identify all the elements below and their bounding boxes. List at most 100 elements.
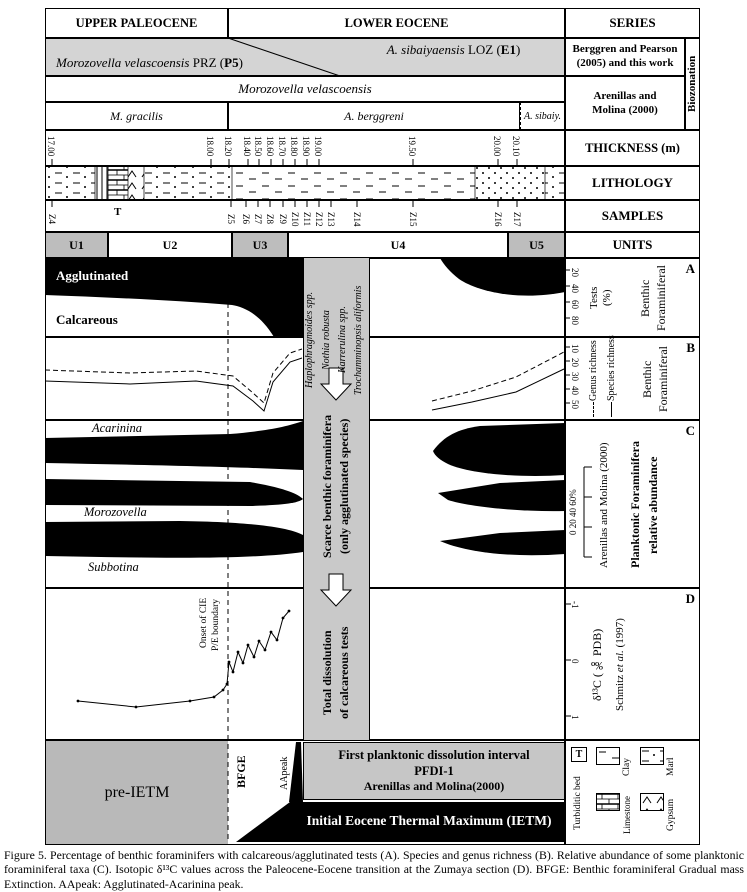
sample-label: Z9: [278, 214, 288, 224]
thickness-header: THICKNESS (m): [565, 130, 700, 166]
legend-clay-label: Clay: [622, 758, 632, 776]
band-species-2: Nothia robusta: [321, 310, 332, 370]
unit-u3: U3: [232, 232, 288, 258]
a-group-foraminiferal: Foraminiferal: [654, 265, 668, 331]
d-ref-label: Schmitz et al. (1997): [614, 595, 626, 735]
b-genus-label: Genus richness: [588, 340, 599, 401]
sample-label: Z17: [512, 211, 522, 227]
zone-e1-name: A. sibaiyaensis: [386, 42, 465, 57]
sample-label: Z15: [408, 211, 418, 227]
a-axis-40: 40: [570, 283, 580, 293]
thickness-tick-label: 18.70: [277, 135, 287, 157]
d-axis-neg1: -1: [570, 601, 580, 609]
band-total-line1: Total dissolution: [320, 630, 334, 716]
turbidite-t-label: T: [114, 206, 122, 218]
biozone-row-berggren: Morozovella velascoensis PRZ (P5) A. sib…: [45, 38, 565, 76]
samples-header: SAMPLES: [565, 200, 700, 232]
legend-limestone-swatch: [596, 793, 620, 811]
a-axis-60: 60: [570, 299, 580, 309]
panel-b-letter: B: [686, 340, 695, 355]
thickness-tick-label: 17.00: [46, 135, 56, 157]
d-isotope-label: δ¹³C (‰ PDB): [590, 628, 604, 702]
d-axis-0: 0: [570, 658, 580, 664]
band-species-4: Trochamminopsis aliformis: [353, 285, 364, 395]
thickness-tick-label: 18.80: [289, 135, 299, 157]
biozonation-side-box: Biozonation: [685, 38, 700, 130]
sample-label: Z6: [241, 214, 251, 224]
c-subbotina-label: Subbotina: [88, 560, 139, 574]
aapeak-label: AApeak: [279, 756, 290, 790]
thickness-tick-label: 20.10: [511, 135, 521, 157]
biozonation-side-label: Biozonation: [686, 55, 698, 113]
sample-label: Z11: [302, 211, 312, 227]
zone-mvelascoensis: Morozovella velascoensis: [45, 76, 565, 102]
sample-label: Z5: [226, 214, 236, 224]
samples-row: [45, 200, 565, 232]
thickness-tick-label: 19.00: [313, 135, 323, 157]
biozone-scheme-arenillas: Arenillas and Molina (2000): [565, 76, 685, 130]
b-species-label: Species richness: [606, 335, 617, 401]
lithology-legend: T Turbiditic bed Clay Marl Limestone Gyp…: [565, 740, 700, 845]
c-title-line1: Planktonic Foraminifera: [628, 441, 642, 569]
legend-gypsum-label: Gypsum: [666, 798, 676, 832]
b-genus-line-sample: [593, 402, 594, 417]
scheme1-line2: (2005) and this work: [576, 57, 674, 69]
unit-u1: U1: [45, 232, 108, 258]
zone-e1-mid: LOZ (: [464, 42, 501, 57]
a-agglutinated-label: Agglutinated: [56, 268, 129, 283]
subzone-sibaiyaensis: A. sibaiy.: [520, 102, 565, 130]
band-species-1: Haplophragmoides spp.: [304, 291, 315, 389]
sample-label: Z16: [493, 211, 503, 227]
zone-p5-name: Morozovella velascoensis: [56, 55, 190, 70]
band-species-3: Karrerulina spp.: [337, 306, 348, 374]
c-ref-label: Arenillas and Molina (2000): [598, 442, 610, 568]
lithology-strip: [45, 166, 565, 200]
b-axis-30: 30: [570, 372, 580, 381]
thickness-tick-label: 18.50: [253, 135, 263, 157]
sample-label: Z4: [47, 214, 57, 224]
sample-label: Z14: [352, 211, 362, 227]
subzone-berggreni: A. berggreni: [228, 102, 520, 130]
sample-label: Z8: [265, 214, 275, 224]
zone-p5-code: P5: [224, 55, 239, 70]
series-upper-paleocene: UPPER PALEOCENE: [45, 8, 228, 38]
d-ref-part3: (1997): [614, 618, 626, 651]
pfdi-line1: First planktonic dissolution interval: [338, 747, 530, 762]
a-axis-20: 20: [570, 267, 580, 277]
unit-u5: U5: [508, 232, 565, 258]
units-header: UNITS: [565, 232, 700, 258]
dissolution-gray-band: [303, 258, 370, 740]
c-title-line2: relative abundance: [646, 456, 660, 554]
panel-d-labels: -1 0 1 δ¹³C (‰ PDB) Schmitz et al. (1997…: [565, 588, 700, 740]
a-group-benthic: Benthic: [638, 279, 652, 317]
zone-e1-label: A. sibaiyaensis LOZ (E1): [346, 42, 561, 58]
scheme2-line2: Molina (2000): [592, 104, 658, 116]
band-scarce-line1: Scarce benthic foraminifera: [320, 414, 334, 558]
legend-limestone-label: Limestone: [622, 796, 632, 834]
c-scale-label: 0 20 40 60%: [568, 489, 578, 535]
unit-u2: U2: [108, 232, 232, 258]
band-total-line2: of calcareous tests: [337, 626, 351, 720]
a-axis-80: 80: [570, 315, 580, 325]
a-calcareous-label: Calcareous: [56, 312, 118, 327]
thickness-tick-label: 18.00: [205, 135, 215, 157]
c-acarinina-label: Acarinina: [92, 421, 142, 435]
b-group-benthic: Benthic: [640, 360, 654, 398]
b-axis-40: 40: [570, 386, 580, 395]
b-species-line-sample: [611, 402, 612, 417]
biozone-scheme-berggren: Berggren and Pearson (2005) and this wor…: [565, 38, 685, 76]
subzone-gracilis: M. gracilis: [45, 102, 228, 130]
panel-d-letter: D: [685, 591, 695, 606]
unit-u4: U4: [288, 232, 508, 258]
pre-ietm-area: pre-IETM: [46, 741, 228, 844]
figure-caption: Figure 5. Percentage of benthic foramini…: [4, 848, 744, 891]
thickness-tick-label: 18.20: [223, 135, 233, 157]
ietm-label: Initial Eocene Thermal Maximum (IETM): [306, 813, 552, 828]
pfdi-line2: PFDI-1: [414, 763, 454, 778]
b-axis-50: 50: [570, 400, 580, 409]
b-axis-20: 20: [570, 358, 580, 367]
thickness-tick-label: 18.90: [301, 135, 311, 157]
series-header: SERIES: [565, 8, 700, 38]
panel-a-letter: A: [685, 261, 695, 276]
